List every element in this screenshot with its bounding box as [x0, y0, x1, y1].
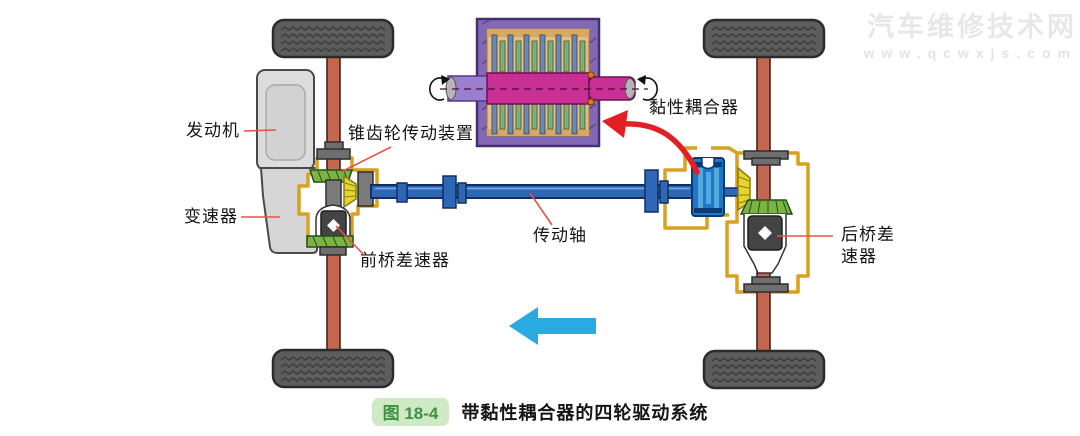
- viscous-plate: [555, 34, 562, 76]
- viscous-plate: [499, 40, 506, 73]
- viscous-plate: [507, 101, 514, 135]
- zoom-callout-arrow-icon: [602, 110, 700, 175]
- figure-title: 带黏性耦合器的四轮驱动系统: [461, 403, 709, 423]
- viscous-plate: [539, 101, 546, 135]
- viscous-plate: [547, 40, 554, 73]
- shaft-joint: [396, 182, 408, 203]
- viscous-coupling-label: 黏性耦合器: [649, 98, 739, 117]
- viscous-coupling-inset: [429, 17, 658, 148]
- travel-direction-arrow-icon: [509, 307, 596, 345]
- drive-shaft-leader-line: [529, 192, 553, 226]
- viscous-coupling-unit: [691, 157, 725, 217]
- rotation-arrow-icon: [429, 75, 450, 101]
- engine-label: 发动机: [186, 121, 240, 140]
- viscous-plate: [523, 34, 530, 76]
- front-differential-label: 前桥差速器: [360, 251, 450, 270]
- engine-block: [256, 69, 315, 171]
- watermark-site-name: 汽车维修技术网: [867, 12, 1077, 42]
- viscous-plate: [539, 34, 546, 76]
- shaft-joint: [457, 182, 467, 204]
- viscous-plate: [579, 103, 586, 130]
- figure-number-badge: 图 18-4: [371, 398, 450, 426]
- viscous-plate: [579, 40, 586, 73]
- leader-lines: [241, 129, 833, 255]
- universal-joint: [644, 169, 659, 213]
- drive-shaft-label: 传动轴: [533, 226, 587, 245]
- universal-joint: [442, 175, 457, 209]
- shaft-joint: [659, 180, 669, 204]
- viscous-plate: [507, 34, 514, 76]
- bevel-gear-drive-label: 锥齿轮传动装置: [348, 124, 474, 143]
- gearbox-label: 变速器: [184, 207, 238, 226]
- viscous-plate: [555, 101, 562, 135]
- wheel-rear-left: [271, 348, 395, 389]
- viscous-plate: [491, 34, 498, 76]
- viscous-plate: [515, 103, 522, 130]
- viscous-plate: [547, 103, 554, 130]
- rear-differential-label-line2: 速器: [841, 247, 877, 266]
- viscous-plate: [523, 101, 530, 135]
- viscous-plate: [531, 40, 538, 73]
- bevel-gear-leader-line: [340, 146, 392, 173]
- watermark: 汽车维修技术网 www.qcwxjs.com: [864, 5, 1077, 61]
- viscous-plate: [499, 103, 506, 130]
- viscous-plate: [571, 101, 578, 135]
- rotation-arrow-icon: [637, 75, 658, 101]
- wheel-front-left: [271, 18, 395, 59]
- viscous-plate: [491, 101, 498, 135]
- wheel-front-right: [702, 18, 826, 59]
- viscous-plate: [515, 40, 522, 73]
- viscous-plate: [563, 40, 570, 73]
- rear-differential-label-line1: 后桥差: [841, 225, 895, 244]
- engine-leader-line: [243, 129, 277, 132]
- rear-differential-assembly: [737, 150, 794, 293]
- watermark-site-url: www.qcwxjs.com: [863, 45, 1077, 61]
- front-diff-leader-line: [335, 225, 364, 255]
- viscous-plate: [571, 34, 578, 76]
- viscous-plate: [531, 103, 538, 130]
- viscous-plate: [563, 103, 570, 130]
- figure-caption: 图 18-4 带黏性耦合器的四轮驱动系统: [0, 398, 1080, 426]
- wheel-rear-right: [702, 349, 826, 390]
